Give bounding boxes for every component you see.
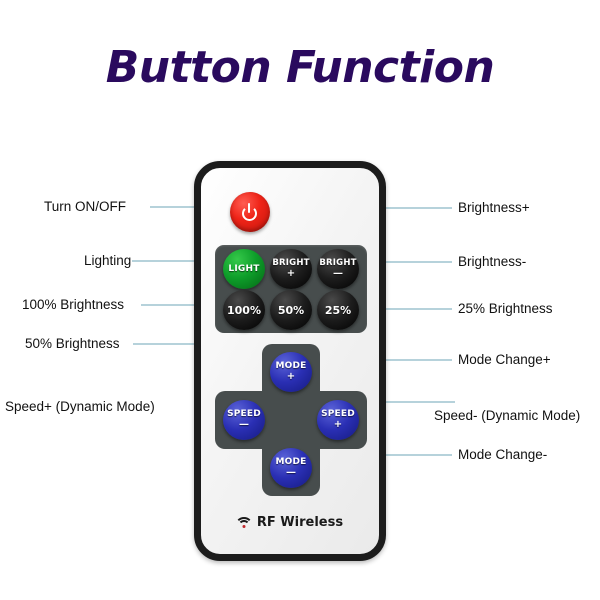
mode-plus-label: MODE [275,361,307,371]
callout-brightness-50: 50% Brightness [25,336,120,351]
mode-minus-button[interactable]: MODE — [270,448,312,488]
bright-plus-label: BRIGHT [272,258,310,269]
power-button[interactable] [230,192,270,232]
bright-minus-button[interactable]: BRIGHT — [317,249,359,289]
bright-minus-sign: — [333,267,343,279]
page-title: Button Function [105,42,495,93]
callout-brightness-minus: Brightness- [458,254,527,269]
bright-plus-button[interactable]: BRIGHT + [270,249,312,289]
bright-minus-label: BRIGHT [319,258,357,269]
callout-speed-minus-dynamic: Speed- (Dynamic Mode) [434,408,581,423]
speed-plus-button[interactable]: SPEED + [317,400,359,440]
speed-minus-sign: — [239,419,249,430]
rf-wireless-label: RF Wireless [256,515,344,530]
speed-plus-sign: + [333,419,343,430]
brightness-50-label: 50% [277,303,305,317]
brightness-25-label: 25% [324,303,352,317]
light-button-label: LIGHT [228,263,260,274]
wifi-icon [235,516,254,529]
light-button[interactable]: LIGHT [223,249,265,289]
mode-minus-label: MODE [275,457,307,467]
speed-minus-label: SPEED [227,409,261,419]
callout-mode-change-plus: Mode Change+ [458,352,551,367]
speed-plus-label: SPEED [321,409,355,419]
callout-lighting: Lighting [84,253,132,268]
dpad-panel: MODE + SPEED — SPEED + MODE — [215,344,367,496]
speed-minus-button[interactable]: SPEED — [223,400,265,440]
callout-turn-on-off: Turn ON/OFF [44,199,127,214]
callout-brightness-plus: Brightness+ [458,200,530,215]
rf-wireless-footer: RF Wireless [201,515,379,530]
brightness-100-label: 100% [227,303,261,317]
callout-brightness-25: 25% Brightness [458,301,553,316]
mode-minus-sign: — [286,467,296,478]
brightness-50-button[interactable]: 50% [270,290,312,330]
callout-speed-plus-dynamic: Speed+ (Dynamic Mode) [5,399,155,414]
power-icon [241,202,260,222]
remote-control-body: LIGHT BRIGHT + BRIGHT — 100% 50% 25% [194,161,386,561]
mode-plus-sign: + [286,371,296,382]
mode-plus-button[interactable]: MODE + [270,352,312,392]
callout-brightness-100: 100% Brightness [22,297,125,312]
brightness-button-panel: LIGHT BRIGHT + BRIGHT — 100% 50% 25% [215,245,367,333]
brightness-100-button[interactable]: 100% [223,290,265,330]
callout-mode-change-minus: Mode Change- [458,447,548,462]
bright-plus-sign: + [286,267,296,279]
brightness-25-button[interactable]: 25% [317,290,359,330]
